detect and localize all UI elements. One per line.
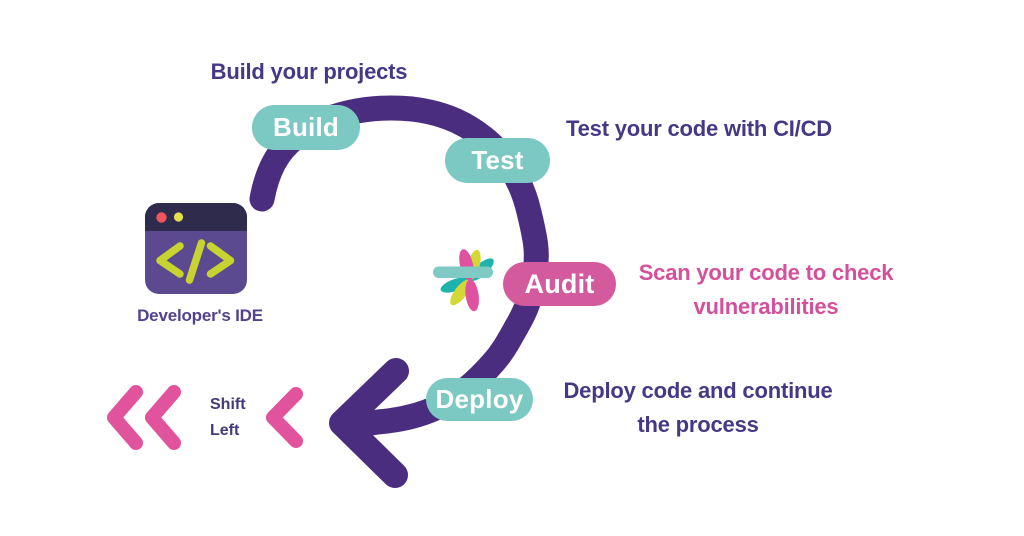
shift-left-label-line1: Shift (210, 396, 246, 413)
chevron-left-icon (266, 387, 303, 448)
build-pill-label: Build (273, 112, 339, 142)
audit-annotation-line1: Scan your code to check (638, 260, 894, 285)
arrow-left-icon (329, 358, 409, 488)
build-annotation: Build your projects (210, 59, 408, 84)
audit-pill-label: Audit (524, 268, 595, 299)
shift-left-label-line2: Left (210, 422, 240, 439)
chevron-left-icon (107, 385, 143, 450)
build-pill: Build (252, 105, 360, 150)
window-dot-red (156, 212, 167, 223)
audit-pill: Audit (503, 262, 616, 306)
code-editor-window-icon (145, 203, 247, 294)
deploy-pill-label: Deploy (435, 384, 524, 414)
window-dot-yellow (173, 212, 184, 222)
audit-annotation-line2: vulnerabilities (693, 294, 839, 319)
code-brackets-icon (156, 239, 235, 284)
test-pill: Test (445, 138, 550, 183)
petal-flower-logo-icon (433, 249, 494, 312)
deploy-annotation-line1: Deploy code and continue (563, 378, 833, 403)
deploy-annotation: Deploy code and continue the process (548, 374, 848, 442)
shift-left-chevrons (107, 385, 303, 450)
deploy-pill: Deploy (426, 378, 533, 421)
audit-annotation: Scan your code to check vulnerabilities (616, 256, 916, 324)
deploy-annotation-line2: the process (637, 412, 759, 437)
chevron-left-icon (145, 385, 181, 450)
ide-label: Developer's IDE (137, 306, 263, 325)
test-pill-label: Test (471, 145, 524, 175)
shift-left-label: Shift Left (210, 392, 246, 444)
test-annotation: Test your code with CI/CD (566, 116, 832, 141)
